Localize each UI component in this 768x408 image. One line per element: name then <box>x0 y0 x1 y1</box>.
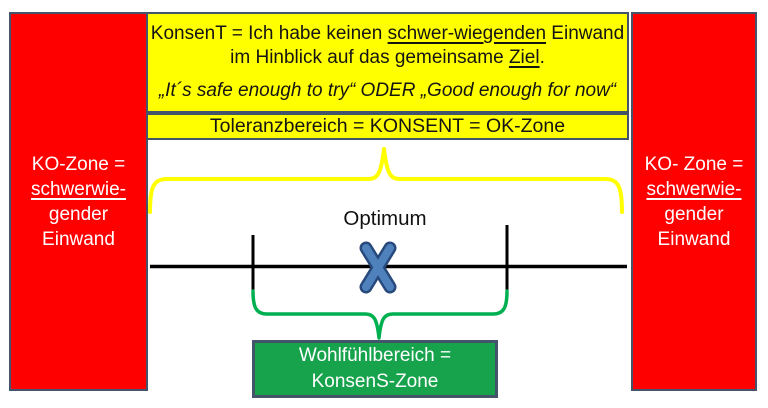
konsens-zone-line1: Wohlfühlbereich = <box>298 345 452 366</box>
konsent-line1: KonsenT = Ich habe keinen schwer-wiegend… <box>151 22 624 46</box>
konsent-line1-pre: KonsenT = Ich habe keinen <box>150 23 388 44</box>
konsens-zone-box: Wohlfühlbereich = KonsenS-Zone <box>252 340 498 398</box>
konsent-definition-box: KonsenT = Ich habe keinen schwer-wiegend… <box>146 12 629 113</box>
tolerance-bar-label: Toleranzbereich = KONSENT = OK-Zone <box>209 115 566 137</box>
ko-zone-left-line2: schwerwie- <box>30 178 127 200</box>
konsent-line3-quote: „It´s safe enough to try“ ODER „Good eno… <box>158 80 617 101</box>
konsent-line2-underlined: Ziel <box>508 47 540 68</box>
konsent-line2-post: . <box>539 47 545 68</box>
ko-zone-right-line4: Einwand <box>657 228 731 250</box>
ko-zone-right-line1: KO- Zone = <box>644 153 744 175</box>
konsent-line1-post: Einwand <box>546 23 625 44</box>
ko-zone-left-line3: gender <box>48 203 109 225</box>
ko-zone-left-box: KO-Zone = schwerwie- gender Einwand <box>9 12 148 391</box>
konsent-line2-pre: im Hinblick auf das gemeinsame <box>230 47 509 68</box>
tolerance-brace-icon <box>148 147 624 214</box>
ko-zone-right-line3: gender <box>664 203 724 225</box>
ko-zone-right-box: KO- Zone = schwerwie- gender Einwand <box>631 12 757 391</box>
ko-zone-left-line1: KO-Zone = <box>31 153 126 175</box>
tolerance-bar: Toleranzbereich = KONSENT = OK-Zone <box>146 113 629 140</box>
konsens-zone-line2: KonsenS-Zone <box>311 371 439 392</box>
konsent-line2: im Hinblick auf das gemeinsame Ziel. <box>230 46 545 70</box>
consensus-brace-icon <box>251 289 509 340</box>
optimum-x-marker-icon <box>359 241 397 294</box>
konsent-line1-underlined: schwer-wiegenden <box>387 23 547 44</box>
optimum-label: Optimum <box>343 207 427 230</box>
ko-zone-right-line2: schwerwie- <box>646 178 742 200</box>
ko-zone-left-line4: Einwand <box>42 228 115 250</box>
